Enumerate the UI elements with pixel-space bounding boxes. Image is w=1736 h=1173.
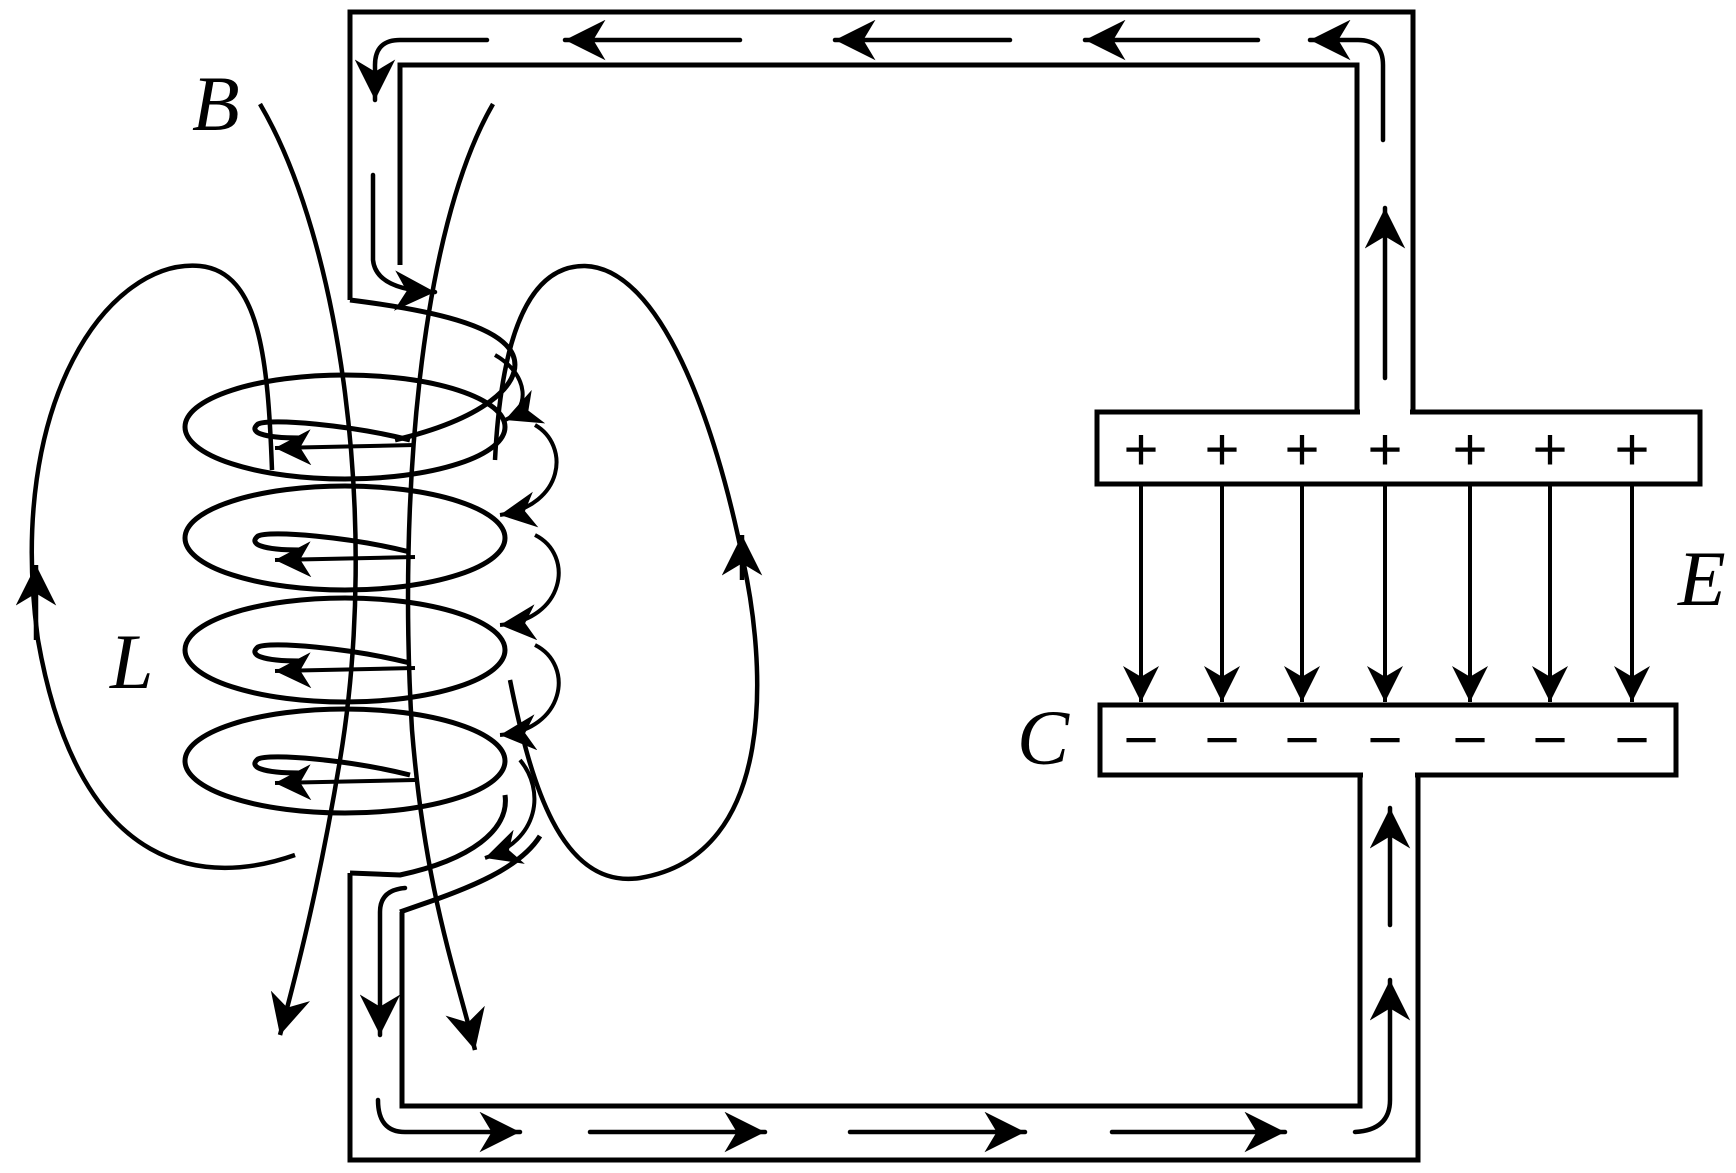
coil-current-arrows	[274, 429, 416, 801]
bottom-wire-inner	[347, 775, 1421, 1163]
coil-arrow	[274, 652, 416, 689]
positive-charges: + + + + + + +	[1123, 416, 1649, 483]
coil-inner-turn	[252, 754, 411, 778]
coil-inner-turn	[252, 642, 411, 666]
plus-charge: +	[1452, 416, 1487, 483]
current-arrow	[354, 37, 490, 103]
capacitor-bottom-plate	[1097, 702, 1679, 778]
current-arrow	[1307, 19, 1386, 143]
current-arrow	[370, 172, 438, 311]
minus-charge: −	[1204, 706, 1239, 773]
label-l: L	[109, 618, 153, 705]
capacitor	[1094, 409, 1703, 778]
coil-turn	[182, 372, 508, 482]
capacitor-top-plate	[1094, 409, 1703, 487]
plus-charge: +	[1123, 416, 1158, 483]
coil-lead-top	[349, 297, 518, 443]
plus-charge: +	[1204, 416, 1239, 483]
minus-charge: −	[1532, 706, 1567, 773]
label-e: E	[1677, 535, 1726, 622]
coil-arrow	[274, 429, 416, 466]
minus-charge: −	[1367, 706, 1402, 773]
minus-charge: −	[1452, 706, 1487, 773]
plus-charge: +	[1614, 416, 1649, 483]
current-arrow	[359, 885, 408, 1038]
coil-turn	[182, 483, 508, 593]
minus-charge: −	[1123, 706, 1158, 773]
coil-turn	[182, 706, 508, 816]
field-line-b	[258, 102, 358, 1036]
bottom-wire-outer	[399, 775, 1363, 1109]
coil-arrow	[274, 764, 416, 801]
minus-charge: −	[1614, 706, 1649, 773]
coil-turn	[182, 595, 508, 705]
magnetic-field-lines	[15, 102, 763, 1051]
inductor-coil	[182, 297, 543, 915]
coil-arrow	[274, 541, 416, 578]
coil-inner-turn	[252, 419, 411, 443]
electric-field-lines	[1123, 484, 1650, 702]
current-arrow	[375, 1097, 523, 1153]
current-arrows	[354, 19, 1411, 1153]
plus-charge: +	[1284, 416, 1319, 483]
coil-lead-bottom-2	[399, 834, 543, 915]
field-loop-left	[29, 263, 296, 870]
label-c: C	[1017, 694, 1070, 781]
plus-charge: +	[1367, 416, 1402, 483]
circuit-wire	[347, 9, 1703, 1163]
label-b: B	[192, 60, 240, 147]
plus-charge: +	[1532, 416, 1567, 483]
minus-charge: −	[1284, 706, 1319, 773]
inner-field-curls	[484, 353, 561, 864]
top-wire-inner	[397, 62, 1360, 412]
current-arrow	[1352, 977, 1411, 1135]
negative-charges: −−−−−−−	[1123, 706, 1649, 773]
coil-inner-turn	[252, 531, 411, 555]
coil-lead-bottom	[349, 794, 508, 878]
